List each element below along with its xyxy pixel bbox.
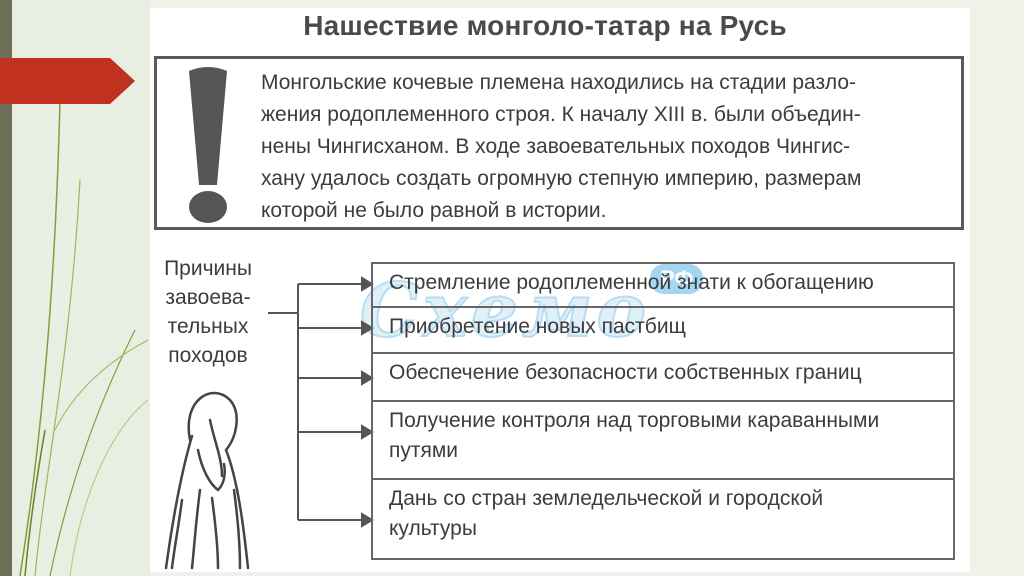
causes-label-line: походов (168, 344, 248, 367)
cause-item: Обеспечение безопасности собственных гра… (371, 352, 955, 402)
note-line: нены Чингисханом. В ходе завоевательных … (261, 135, 851, 158)
causes-label-line: тельных (167, 315, 249, 338)
decorative-lines (19, 99, 149, 576)
page-title: Нашествие монголо-татар на Русь (303, 10, 787, 41)
note-box: Монгольские кочевые племена находились н… (154, 56, 964, 230)
causes-label: Причины завоева- тельных походов (154, 254, 262, 370)
note-line: жения родоплеменного строя. К началу XII… (261, 103, 861, 126)
causes-connector (268, 276, 374, 528)
note-line: хану удалось создать огромную степную им… (261, 167, 862, 190)
cause-text: Стремление родоплеменной знати к обогаще… (389, 271, 874, 294)
cause-text: Обеспечение безопасности собственных гра… (389, 361, 862, 384)
exclamation-icon (189, 67, 227, 185)
cause-text: Дань со стран земледельческой и городско… (389, 487, 824, 510)
grieving-figure-icon (164, 391, 250, 570)
watermark-text: Схемо (359, 267, 650, 355)
cause-text: культуры (389, 517, 477, 540)
exclamation-dot (189, 191, 227, 223)
left-stripe (0, 0, 12, 576)
watermark: Схемо РФ (359, 238, 740, 378)
watermark-suffix: РФ (650, 264, 704, 294)
causes-label-line: Причины (164, 257, 252, 280)
diagram-sheet: Нашествие монголо-татар на Русь Монгольс… (150, 8, 970, 572)
note-line: которой не было равной в истории. (261, 199, 607, 222)
red-arrow-icon (0, 58, 135, 104)
cause-item: Дань со стран земледельческой и городско… (371, 478, 955, 560)
cause-item: Стремление родоплеменной знати к обогаще… (371, 262, 955, 308)
note-line: Монгольские кочевые племена находились н… (261, 71, 857, 94)
cause-item: Получение контроля над торговыми караван… (371, 400, 955, 480)
note-text: Монгольские кочевые племена находились н… (261, 67, 951, 227)
cause-text: Приобретение новых пастбищ (389, 315, 686, 338)
cause-text: Получение контроля над торговыми караван… (389, 409, 880, 432)
cause-item: Приобретение новых пастбищ (371, 306, 955, 354)
causes-label-line: завоева- (165, 286, 251, 309)
cause-text: путями (389, 439, 459, 462)
